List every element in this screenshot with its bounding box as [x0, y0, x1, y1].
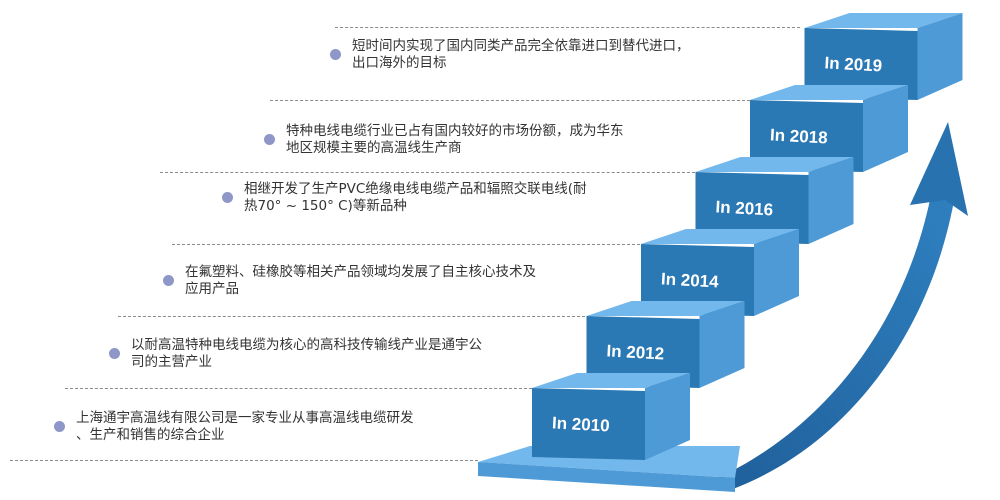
milestone-text: 在氟塑料、硅橡胶等相关产品领域均发展了自主核心技术及 应用产品 [185, 264, 536, 297]
step-front [750, 100, 863, 172]
milestone-item: 特种电线电缆行业已占有国内较好的市场份额，成为华东 地区规模主要的高温线生产商 [264, 123, 624, 157]
dashed-divider [10, 460, 478, 461]
milestone-item: 在氟塑料、硅橡胶等相关产品领域均发展了自主核心技术及 应用产品 [163, 264, 536, 298]
dashed-divider [270, 100, 750, 101]
year-label: In 2016 [715, 197, 774, 219]
step-front [532, 388, 645, 460]
year-label: In 2010 [552, 413, 611, 435]
step-front [804, 28, 918, 100]
milestone-item: 以耐高温特种电线电缆为核心的高科技传输线产业是通宇公 司的主营产业 [109, 337, 482, 371]
year-label: In 2014 [661, 269, 720, 291]
milestone-text: 短时间内实现了国内同类产品完全依靠进口到替代进口， 出口海外的目标 [352, 38, 690, 71]
growth-arrow-icon [718, 122, 968, 490]
step-front [586, 316, 700, 388]
step-top [804, 13, 963, 28]
dashed-divider [118, 316, 585, 317]
milestone-item: 相继开发了生产PVC绝缘电线电缆产品和辐照交联电线(耐 热70° ~ 150° … [222, 181, 587, 215]
bullet-dot-icon [330, 49, 341, 60]
step-side [754, 229, 799, 316]
year-label: In 2012 [606, 341, 665, 363]
step-side [699, 301, 745, 388]
dashed-divider [172, 244, 640, 245]
year-label: In 2018 [770, 125, 829, 147]
base-step-front [478, 462, 735, 492]
step-front [641, 244, 754, 316]
dashed-divider [65, 388, 532, 389]
dashed-divider [160, 172, 695, 173]
dashed-divider [335, 27, 800, 28]
milestone-item: 上海通宇高温线有限公司是一家专业从事高温线电缆研发 、生产和销售的综合企业 [54, 410, 414, 444]
step-side [645, 373, 690, 460]
step-side [917, 13, 963, 100]
bullet-dot-icon [222, 192, 233, 203]
step-top [532, 373, 690, 388]
step-top [586, 301, 745, 316]
milestone-text: 以耐高温特种电线电缆为核心的高科技传输线产业是通宇公 司的主营产业 [131, 337, 482, 370]
step-top [695, 157, 854, 172]
bullet-dot-icon [109, 348, 120, 359]
bullet-dot-icon [264, 134, 275, 145]
milestone-text: 上海通宇高温线有限公司是一家专业从事高温线电缆研发 、生产和销售的综合企业 [76, 410, 414, 443]
step-top [750, 85, 908, 100]
bullet-dot-icon [163, 275, 174, 286]
step-top [641, 229, 799, 244]
bullet-dot-icon [54, 421, 65, 432]
step-side [863, 85, 908, 172]
year-label: In 2019 [824, 53, 883, 75]
step-front [695, 172, 809, 244]
step-side [808, 157, 854, 244]
milestone-text: 相继开发了生产PVC绝缘电线电缆产品和辐照交联电线(耐 热70° ~ 150° … [244, 181, 587, 214]
milestone-text: 特种电线电缆行业已占有国内较好的市场份额，成为华东 地区规模主要的高温线生产商 [286, 123, 624, 156]
milestone-item: 短时间内实现了国内同类产品完全依靠进口到替代进口， 出口海外的目标 [330, 38, 690, 72]
